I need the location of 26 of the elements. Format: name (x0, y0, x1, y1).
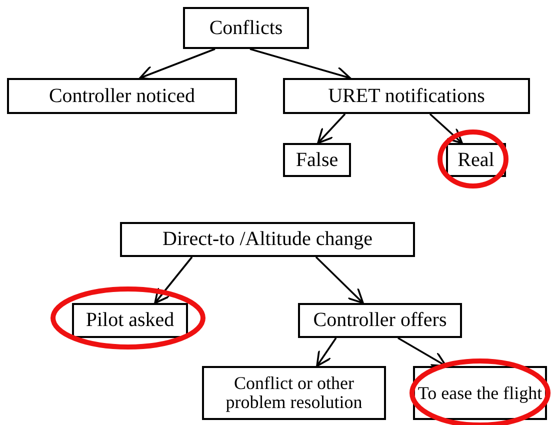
box-label: To ease the flight (418, 384, 542, 402)
process-box (446, 143, 506, 177)
box-label: False (296, 150, 338, 170)
arrow (398, 337, 447, 367)
box-label: Pilot asked (86, 310, 174, 331)
box-label: Conflicts (209, 18, 283, 38)
process-box (298, 303, 462, 338)
box-label: Controller offers (313, 310, 447, 331)
arrow (139, 48, 216, 80)
box-label: URET notifications (328, 86, 485, 106)
arrow (429, 113, 463, 144)
arrow (316, 338, 337, 367)
arrow (317, 113, 346, 144)
process-box (283, 78, 530, 114)
process-box (183, 7, 309, 49)
box-label: Controller noticed (48, 86, 196, 106)
arrow (315, 256, 364, 304)
process-box (120, 222, 415, 257)
box-label: Real (458, 150, 494, 170)
box-label: Direct-to /Altitude change (162, 229, 372, 250)
arrow (154, 256, 193, 304)
process-box (7, 78, 237, 114)
process-box (283, 143, 351, 177)
box-label: Conflict or other problem resolution (224, 374, 364, 412)
process-box (72, 303, 188, 338)
process-box (202, 366, 386, 420)
